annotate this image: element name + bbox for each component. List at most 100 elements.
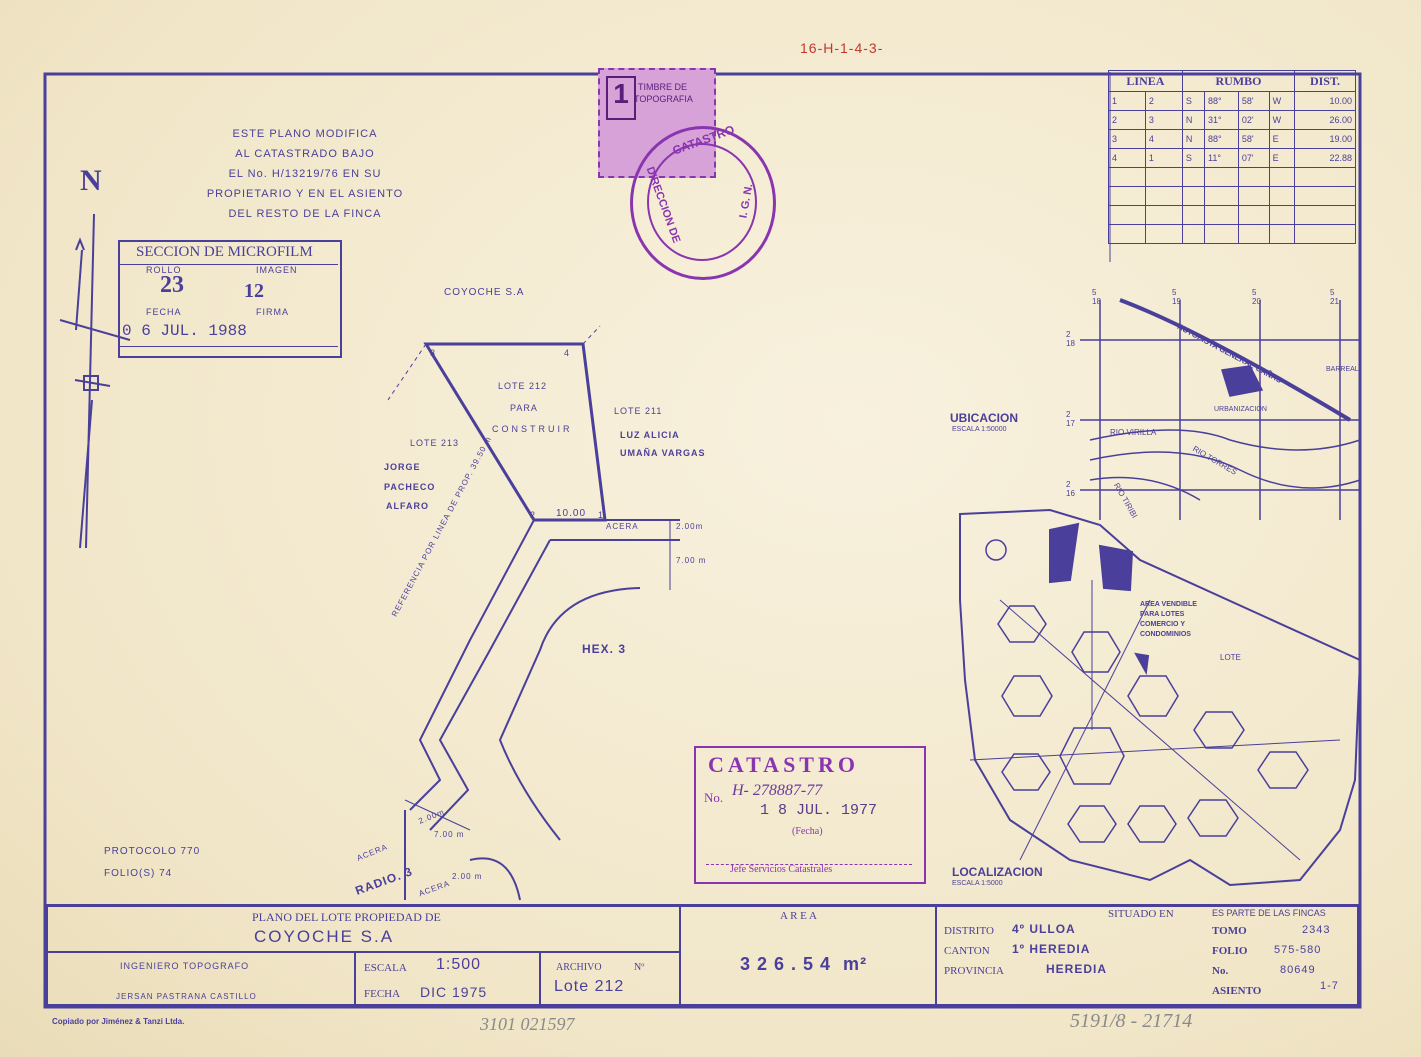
table-cell: W <box>1268 110 1296 130</box>
ubicacion-scale: ESCALA 1:50000 <box>952 426 1007 433</box>
street-width: 7.00 m <box>676 556 707 565</box>
imagen-value: 12 <box>244 280 264 302</box>
provincia-value: HEREDIA <box>1046 962 1108 976</box>
barreal-label: BARREAL <box>1326 366 1359 373</box>
table-cell: N <box>1181 129 1206 149</box>
firma-label: FIRMA <box>256 307 289 317</box>
fecha-label: FECHA <box>364 988 401 1000</box>
catastro-jefe-label: Jefe Servicios Catastrales <box>730 864 833 875</box>
owner-top-label: COYOCHE S.A <box>444 287 525 298</box>
archivo-no-label: Nº <box>634 962 645 973</box>
area-vendible-label: CONDOMINIOS <box>1140 631 1191 638</box>
hex-label: HEX. 3 <box>582 642 627 656</box>
fincas-label: ES PARTE DE LAS FINCAS <box>1212 908 1326 918</box>
ingeniero-label: INGENIERO TOPOGRAFO <box>120 961 250 971</box>
table-cell: 58' <box>1237 129 1270 149</box>
grid-label: 5 21 <box>1330 288 1339 306</box>
table-cell: 2 <box>1108 110 1146 130</box>
ubicacion-title: UBICACION <box>950 411 1018 425</box>
owner-name: COYOCHE S.A <box>254 927 395 946</box>
note-line: PROPIETARIO Y EN EL ASIENTO <box>206 188 404 200</box>
plano-label: PLANO DEL LOTE PROPIEDAD DE <box>252 910 441 924</box>
handwritten-code: 5191/8 - 21714 <box>1070 1010 1193 1032</box>
canton-label: CANTON <box>944 945 990 957</box>
vertex-label: 4 <box>564 348 571 358</box>
table-cell: 31° <box>1204 110 1239 130</box>
microfilm-title: SECCION DE MICROFILM <box>136 244 313 260</box>
lote-212-label: LOTE 212 <box>498 381 548 391</box>
table-row <box>1108 186 1356 206</box>
catastro-date: 1 8 JUL. 1977 <box>760 802 878 819</box>
ingeniero-name: JERSAN PASTRANA CASTILLO <box>116 992 257 1001</box>
lote-211-label: LOTE 211 <box>614 406 663 416</box>
microfilm-stamp: SECCION DE MICROFILM ROLLO IMAGEN 23 12 … <box>118 240 342 358</box>
tomo-value: 2343 <box>1302 924 1331 936</box>
table-cell: E <box>1268 129 1296 149</box>
timbre-number: 1 <box>606 76 636 120</box>
vertex-label: 2 <box>530 510 537 520</box>
note-line: AL CATASTRADO BAJO <box>235 148 375 160</box>
lote-213-owner: PACHECO <box>384 482 436 492</box>
table-row <box>1108 205 1356 225</box>
no-label: No. <box>1212 965 1229 977</box>
folio-label-finca: FOLIO <box>1212 945 1248 957</box>
tomo-label: TOMO <box>1212 925 1247 937</box>
note-line: EL No. H/13219/76 EN SU <box>228 168 382 180</box>
catastro-fecha-label: (Fecha) <box>792 826 823 837</box>
table-cell: 4 <box>1108 148 1146 168</box>
north-label: N <box>80 164 102 197</box>
grid-label: 2 18 <box>1066 330 1075 348</box>
lote-211-owner: UMAÑA VARGAS <box>620 448 706 458</box>
table-header: DIST. <box>1294 70 1356 92</box>
grid-label: 2 17 <box>1066 410 1075 428</box>
catastro-no-value: H- 278887-77 <box>732 782 823 799</box>
archivo-label: ARCHIVO <box>556 962 602 973</box>
street-lines <box>404 519 680 901</box>
table-cell: 07' <box>1237 148 1270 168</box>
catastro-title: CATASTRO <box>708 752 859 777</box>
rollo-value: 23 <box>160 272 184 298</box>
acera-width: 2.00 m <box>452 872 483 881</box>
folio-value: 575-580 <box>1274 944 1322 956</box>
lote-213-label: LOTE 213 <box>410 438 460 448</box>
title-block <box>45 904 1360 1007</box>
table-cell: 4 <box>1144 129 1183 149</box>
fecha-value: DIC 1975 <box>420 984 488 1000</box>
table-cell: 1 <box>1144 148 1183 168</box>
vertex-label: 3 <box>430 348 437 358</box>
distrito-value: 4º ULLOA <box>1012 922 1076 936</box>
asiento-value: 1-7 <box>1320 980 1339 992</box>
area-vendible-label: PARA LOTES <box>1140 611 1185 618</box>
fecha-label: FECHA <box>146 307 182 317</box>
lote-212-label: PARA <box>510 403 538 413</box>
street-width: 7.00 m <box>434 830 465 839</box>
table-cell: S <box>1181 91 1206 111</box>
area-label: A R E A <box>780 910 817 922</box>
area-value: 3 2 6 . 5 4 m² <box>740 954 868 974</box>
lote-213-owner: ALFARO <box>386 501 429 511</box>
table-cell: N <box>1181 110 1206 130</box>
grid-label: 5 18 <box>1092 288 1101 306</box>
no-value: 80649 <box>1280 964 1316 976</box>
table-header: RUMBO <box>1181 70 1296 92</box>
acera-width: 2.00m <box>676 522 704 531</box>
table-cell: 02' <box>1237 110 1270 130</box>
protocolo-label: PROTOCOLO 770 <box>104 846 201 857</box>
table-cell: 3 <box>1108 129 1146 149</box>
table-cell: 10.00 <box>1294 91 1356 111</box>
distrito-label: DISTRITO <box>944 925 994 937</box>
urbanizacion-label: URBANIZACION <box>1214 406 1267 413</box>
escala-value: 1:500 <box>436 956 482 973</box>
lote-213-owner: JORGE <box>384 462 421 472</box>
grid-label: 5 20 <box>1252 288 1261 306</box>
grid-label: 2 16 <box>1066 480 1075 498</box>
lote-label: LOTE <box>1220 653 1241 662</box>
situado-label: SITUADO EN <box>1108 908 1174 920</box>
table-cell: 2 <box>1144 91 1183 111</box>
table-cell: 88° <box>1204 91 1239 111</box>
table-cell: S <box>1181 148 1206 168</box>
imagen-label: IMAGEN <box>256 265 298 275</box>
